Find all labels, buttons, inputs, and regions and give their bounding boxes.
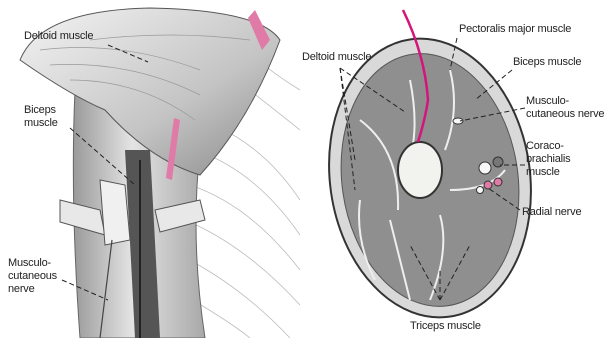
label-mc-right-line2: cutaneous nerve	[526, 108, 604, 120]
label-musculocutaneous-line3: nerve	[8, 283, 35, 295]
label-coracobrachialis-line3: muscle	[526, 166, 560, 178]
label-biceps-line1: Biceps	[24, 104, 56, 116]
label-triceps-muscle: Triceps muscle	[410, 320, 481, 332]
label-mc-right-line1: Musculo-	[526, 95, 569, 107]
label-biceps-muscle: Biceps muscle	[513, 56, 581, 68]
label-radial-nerve: Radial nerve	[522, 206, 581, 218]
nerve-circle-1	[479, 162, 491, 174]
vessel-circle-1	[484, 181, 492, 189]
retractor-center	[100, 180, 130, 245]
vessel-circle-2	[494, 178, 502, 186]
label-coracobrachialis-line1: Coraco-	[526, 140, 564, 152]
nerve-circle-2	[493, 157, 503, 167]
label-biceps-line2: muscle	[24, 117, 58, 129]
shoulder-drawing	[0, 0, 300, 338]
cross-section-illustration: Pectoralis major muscle Deltoid muscle B…	[300, 0, 612, 338]
label-deltoid-muscle-left: Deltoid muscle	[24, 30, 93, 42]
label-coracobrachialis-line2: brachialis	[526, 153, 570, 165]
label-musculocutaneous-line1: Musculo-	[8, 257, 51, 269]
humerus-bone	[398, 142, 442, 198]
label-pectoralis-major: Pectoralis major muscle	[459, 23, 571, 35]
label-musculocutaneous-line2: cutaneous	[8, 270, 57, 282]
label-deltoid-muscle-right: Deltoid muscle	[302, 51, 371, 63]
left-shoulder-illustration: Deltoid muscle Biceps muscle Musculo- cu…	[0, 0, 300, 338]
radial-nerve-circle	[477, 187, 484, 194]
